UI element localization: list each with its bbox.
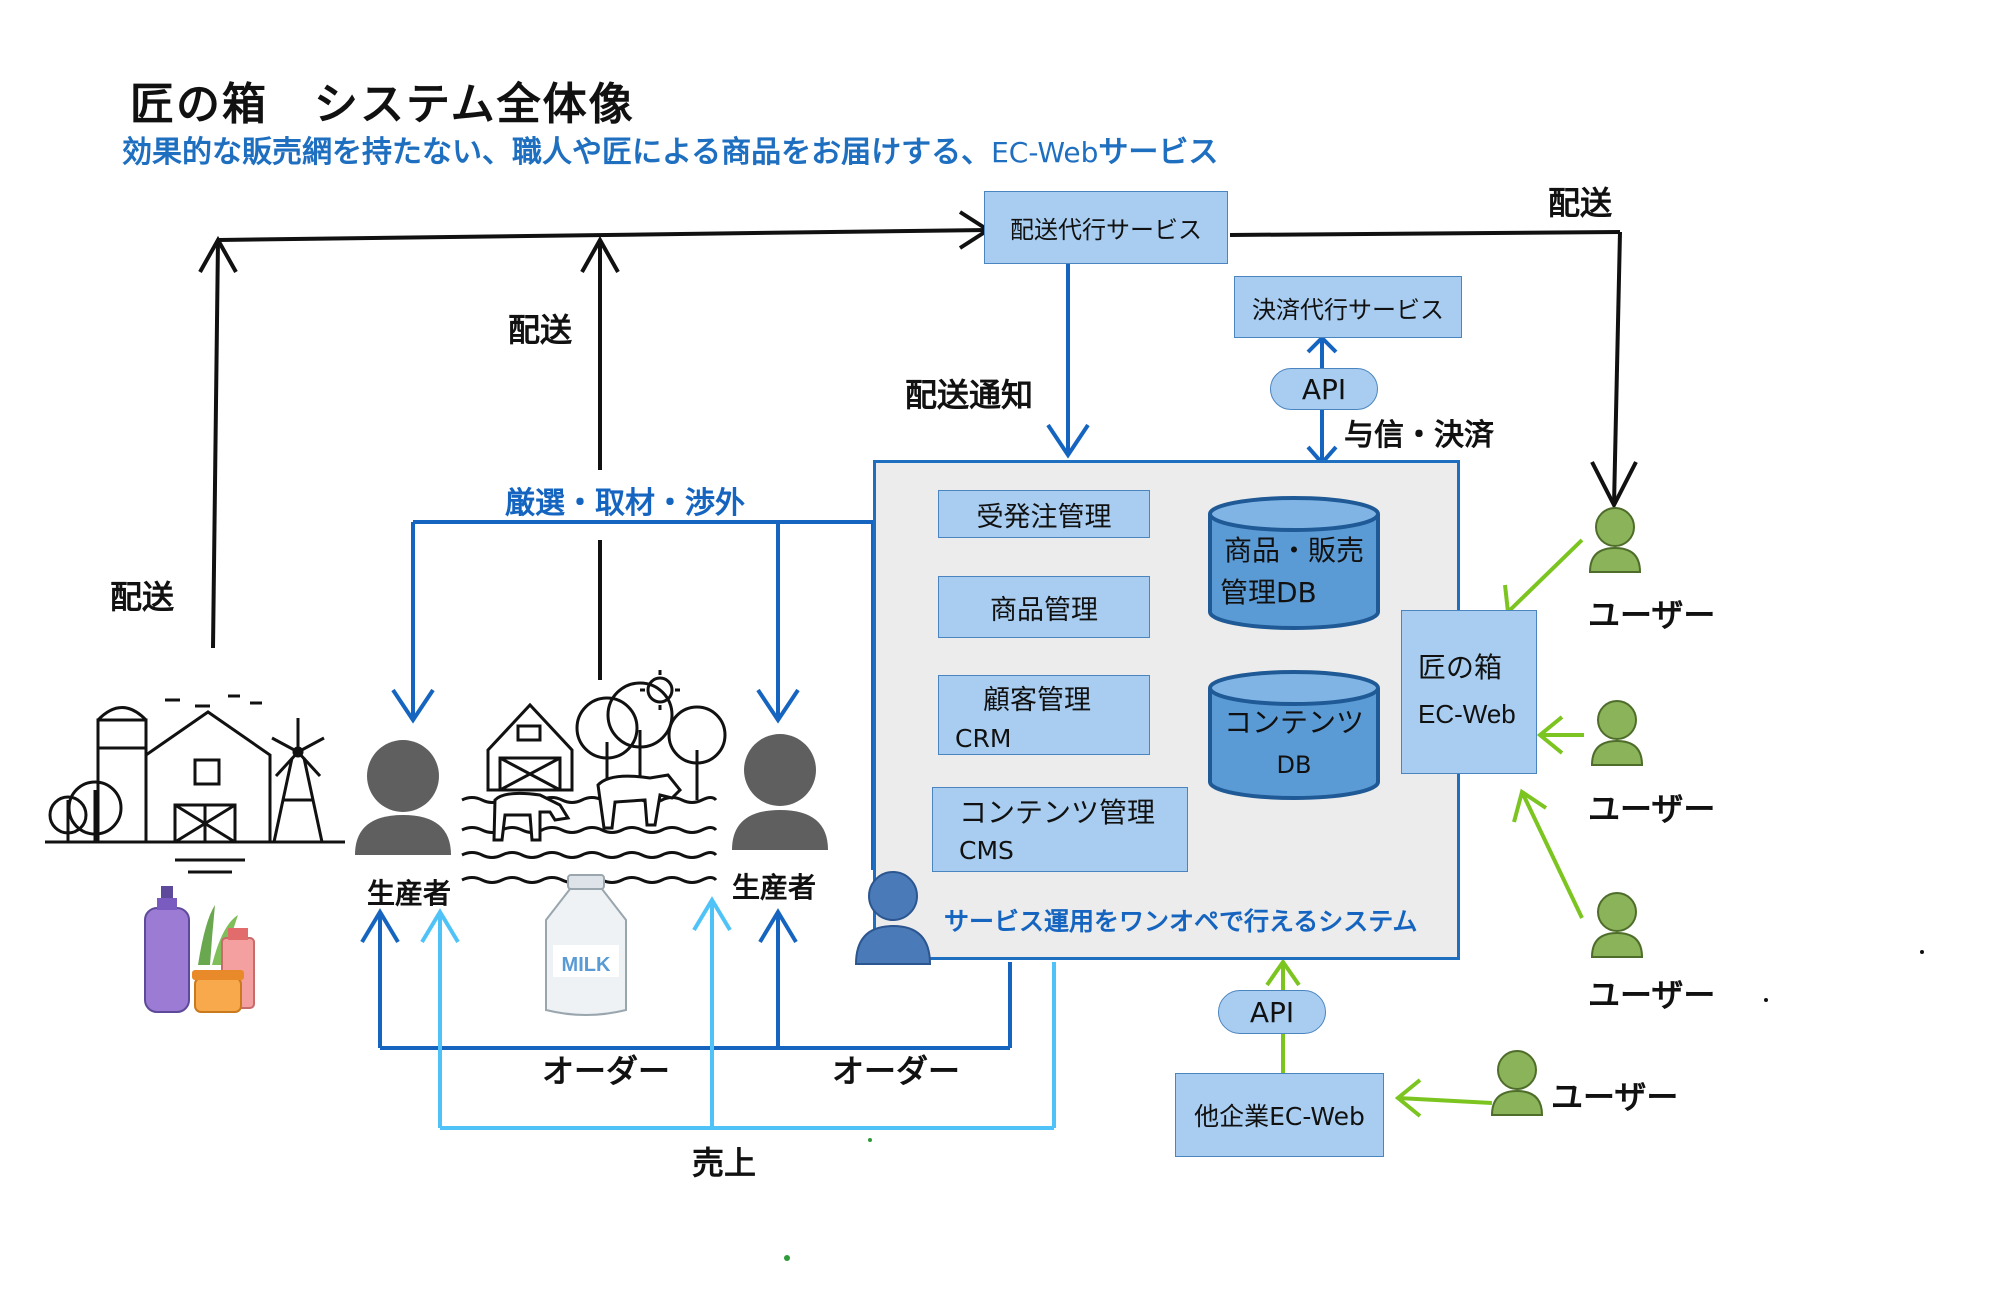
- content-db-line2: DB: [1276, 751, 1312, 779]
- stray-dot: [784, 1255, 790, 1261]
- ecweb-line1: 匠の箱: [1418, 651, 1503, 684]
- subtitle-main: 効果的な販売網を持たない、職人や匠による商品をお届けする、: [122, 135, 992, 170]
- stray-dot: [1920, 950, 1924, 954]
- milk-can-icon: [545, 874, 627, 1016]
- order-mgmt-module: 受発注管理: [938, 490, 1150, 538]
- user-label: ユーザー: [1551, 1078, 1679, 1116]
- producer-right-label: 生産者: [732, 871, 817, 904]
- order-right-label: オーダー: [832, 1052, 961, 1090]
- api-top-pill: API: [1270, 368, 1378, 410]
- credit-payment-label: 与信・決済: [1344, 418, 1494, 453]
- page-title: 匠の箱 システム全体像: [130, 79, 635, 130]
- delivery-arrows: [198, 210, 1638, 680]
- milk-label: MILK: [562, 954, 611, 976]
- user-person-icon: [1490, 507, 1644, 1116]
- delivery-agent-label: 配送代行サービス: [1010, 216, 1202, 244]
- product-mgmt-label: 商品管理: [990, 594, 1098, 626]
- delivery-agent-box: 配送代行サービス: [984, 191, 1228, 264]
- page-subtitle: 効果的な販売網を持たない、職人や匠による商品をお届けする、EC-Webサービス: [122, 127, 1218, 171]
- subtitle-ec: EC-Web: [991, 136, 1099, 169]
- user-label: ユーザー: [1588, 976, 1716, 1014]
- delivery-label-top-right: 配送: [1548, 184, 1613, 222]
- stray-dot: [868, 1138, 872, 1142]
- cosmetics-icon: [144, 886, 255, 1013]
- sales-label: 売上: [692, 1144, 757, 1182]
- selection-label: 厳選・取材・渉外: [505, 486, 745, 521]
- content-db-label: コンテンツ DB: [1212, 702, 1376, 786]
- operator-person-icon: [854, 871, 932, 965]
- user-label: ユーザー: [1588, 790, 1716, 828]
- content-db-icon: [1208, 670, 1380, 800]
- api-bottom-pill: API: [1218, 990, 1326, 1034]
- api-top-label: API: [1301, 372, 1347, 406]
- stray-dot: [1764, 998, 1768, 1002]
- content-mgmt-sub: CMS: [959, 836, 1014, 865]
- payment-agent-label: 決済代行サービス: [1252, 295, 1444, 324]
- other-ecweb-box: 他企業EC-Web: [1175, 1073, 1384, 1157]
- user-arrows: [1265, 538, 1584, 1118]
- customer-mgmt-sub: CRM: [955, 724, 1012, 753]
- api-bottom-label: API: [1249, 995, 1295, 1029]
- customer-mgmt-module: 顧客管理 CRM: [938, 675, 1150, 755]
- producer-person-icon: [355, 734, 828, 855]
- content-db-line1: コンテンツ: [1223, 706, 1364, 739]
- customer-mgmt-label: 顧客管理: [983, 685, 1091, 716]
- ecweb-line2: EC-Web: [1418, 699, 1516, 729]
- delivery-label-left: 配送: [110, 578, 175, 616]
- other-ecweb-label: 他企業EC-Web: [1194, 1102, 1365, 1131]
- system-caption: サービス運用をワンオペで行えるシステム: [944, 907, 1418, 936]
- payment-agent-box: 決済代行サービス: [1234, 276, 1462, 338]
- user-label: ユーザー: [1588, 596, 1716, 634]
- product-db-label: 商品・販売 管理DB: [1212, 530, 1376, 614]
- order-mgmt-label: 受発注管理: [976, 501, 1112, 533]
- ecweb-box: 匠の箱 EC-Web: [1401, 610, 1537, 774]
- product-mgmt-module: 商品管理: [938, 576, 1150, 638]
- delivery-notice-label: 配送通知: [905, 376, 1034, 414]
- order-left-label: オーダー: [542, 1052, 671, 1090]
- producer-left-label: 生産者: [367, 877, 452, 910]
- product-db-line2: 管理DB: [1220, 576, 1317, 609]
- farm-icon: [45, 694, 345, 874]
- product-db-line1: 商品・販売: [1223, 534, 1364, 567]
- subtitle-tail: サービス: [1098, 135, 1219, 170]
- content-mgmt-module: コンテンツ管理 CMS: [932, 787, 1188, 872]
- sales-arrows: [420, 896, 1056, 1130]
- content-mgmt-label: コンテンツ管理: [959, 796, 1156, 829]
- product-db-icon: [1208, 496, 1380, 630]
- barn-cows-icon: [461, 670, 727, 884]
- delivery-label-mid: 配送: [508, 311, 573, 349]
